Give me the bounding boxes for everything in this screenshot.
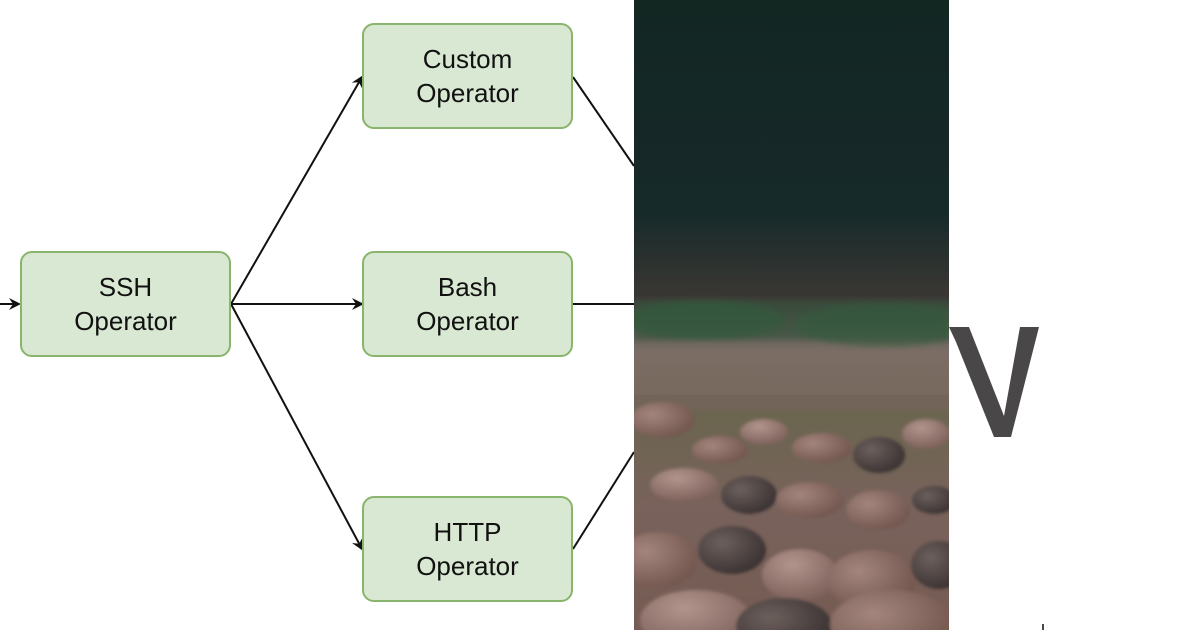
custom-operator-label: Custom Operator bbox=[416, 44, 519, 108]
edge-ssh-to-http bbox=[230, 303, 363, 551]
custom-operator-node: Custom Operator bbox=[362, 23, 573, 129]
pebble-ground-photo bbox=[634, 0, 949, 630]
ssh-operator-label: SSH Operator bbox=[74, 272, 177, 336]
photo-art bbox=[634, 0, 949, 630]
edge-http-outgoing bbox=[572, 451, 635, 550]
bash-operator-node: Bash Operator bbox=[362, 251, 573, 357]
partial-v-glyph bbox=[949, 327, 1039, 437]
bottom-mark bbox=[1042, 624, 1044, 630]
http-operator-label: HTTP Operator bbox=[416, 517, 519, 581]
http-operator-node: HTTP Operator bbox=[362, 496, 573, 602]
edge-custom-outgoing bbox=[572, 76, 635, 167]
bash-operator-label: Bash Operator bbox=[416, 272, 519, 336]
edge-ssh-to-custom bbox=[230, 75, 363, 305]
ssh-operator-node: SSH Operator bbox=[20, 251, 231, 357]
